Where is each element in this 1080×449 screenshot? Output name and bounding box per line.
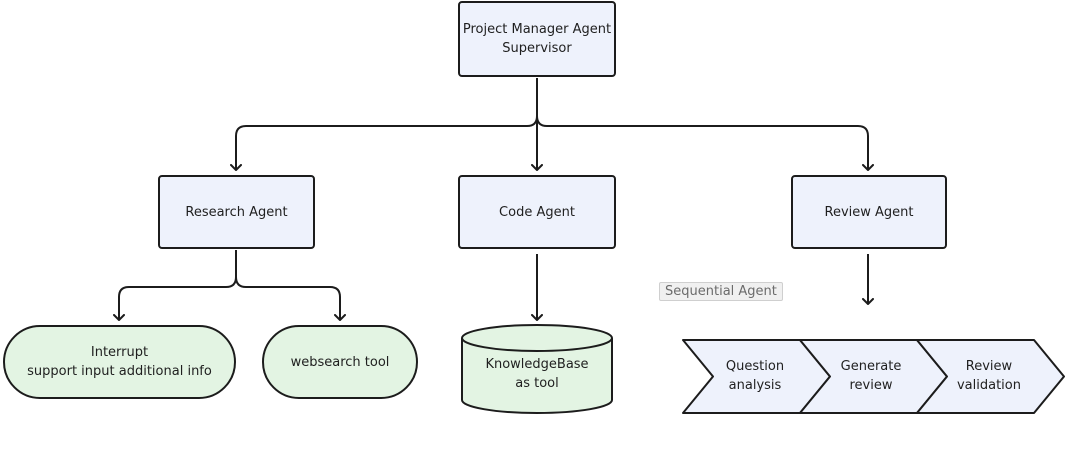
connector-research-interrupt: [113, 250, 237, 321]
connector-supervisor-review: [536, 115, 874, 171]
connector-research-websearch: [235, 276, 346, 321]
interrupt-tool-node[interactable]: Interrupt support input additional info: [3, 325, 236, 399]
cylinder-body: [461, 338, 613, 414]
step-review-validation-label: Review validation: [956, 359, 1021, 393]
supervisor-label: Project Manager Agent Supervisor: [462, 22, 612, 56]
cylinder-top: [461, 324, 613, 352]
research-agent-node[interactable]: Research Agent: [158, 175, 315, 249]
interrupt-tool-label: Interrupt support input additional info: [27, 345, 212, 379]
step-generate-review[interactable]: Generate review: [816, 345, 926, 407]
chevron-step-2: [916, 339, 1065, 414]
websearch-tool-node[interactable]: websearch tool: [262, 325, 418, 399]
connectors: [113, 78, 874, 321]
sequential-agent-label: Sequential Agent: [659, 282, 783, 301]
review-agent-label: Review Agent: [824, 204, 914, 220]
connector-supervisor-research: [230, 78, 538, 171]
step-question-analysis[interactable]: Question analysis: [700, 345, 810, 407]
supervisor-node[interactable]: Project Manager Agent Supervisor: [458, 1, 616, 77]
code-agent-node[interactable]: Code Agent: [458, 175, 616, 249]
review-agent-node[interactable]: Review Agent: [791, 175, 947, 249]
step-review-validation[interactable]: Review validation: [934, 345, 1044, 407]
sequential-chevrons: [682, 339, 1065, 414]
step-generate-review-label: Generate review: [840, 359, 902, 393]
knowledgebase-tool-node[interactable]: KnowledgeBase as tool: [462, 345, 612, 403]
code-agent-label: Code Agent: [499, 204, 575, 220]
websearch-tool-label: websearch tool: [290, 354, 390, 370]
step-question-analysis-label: Question analysis: [725, 359, 785, 393]
research-agent-label: Research Agent: [185, 204, 288, 220]
knowledgebase-cylinder: [461, 324, 613, 414]
knowledgebase-tool-label: KnowledgeBase as tool: [485, 357, 589, 391]
